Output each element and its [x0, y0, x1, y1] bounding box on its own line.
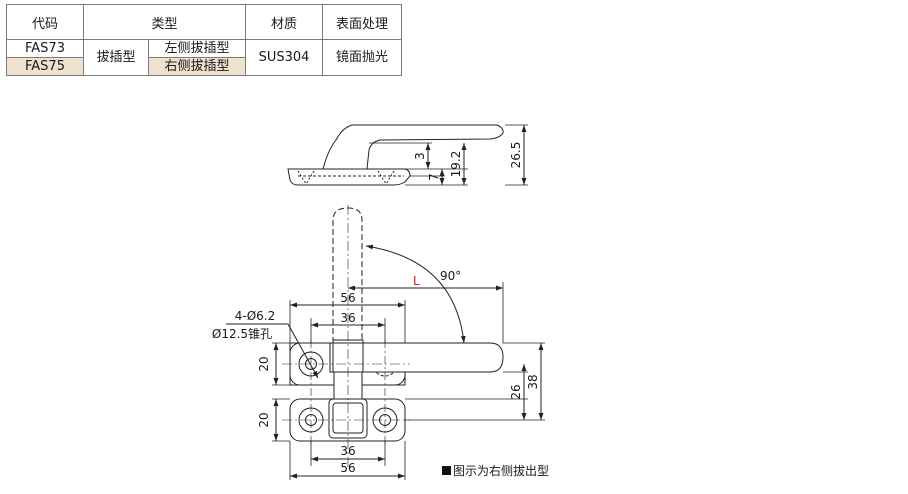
dim-19-2: 19.2 [449, 151, 463, 178]
side-handle [322, 124, 504, 170]
angle-label: 90° [440, 269, 461, 283]
row-code: FAS73 [6, 39, 84, 58]
hole-spec-count: 4-Ø6.2 [235, 309, 276, 323]
table-row: FAS75 右侧拔插型 [6, 57, 402, 76]
rotation-arc [365, 244, 466, 344]
side-view [287, 124, 528, 186]
hole-spec-countersink: Ø12.5锥孔 [212, 327, 272, 341]
header-code: 代码 [6, 4, 84, 40]
dim-38: 38 [526, 374, 540, 389]
type-group-cell: 拔插型 [83, 39, 149, 76]
side-base [287, 168, 411, 186]
dim-7: 7 [427, 173, 441, 181]
caption-square-bullet [442, 466, 451, 475]
dim-top-56: 56 [340, 291, 355, 305]
drawing-caption: 图示为右侧拔出型 [442, 462, 549, 479]
dim-top-36: 36 [340, 311, 355, 325]
dim-3: 3 [413, 152, 427, 160]
header-surface: 表面处理 [322, 4, 402, 40]
dim-lower-20: 20 [257, 412, 271, 427]
table-row: FAS73 拔插型 左侧拔插型 SUS304 镜面抛光 [6, 39, 402, 76]
caption-text: 图示为右侧拔出型 [453, 464, 550, 478]
dim-26: 26 [509, 384, 523, 399]
dim-26-5: 26.5 [509, 142, 523, 169]
material-cell: SUS304 [245, 39, 323, 76]
top-view [226, 205, 545, 480]
length-label: L [413, 274, 420, 288]
dim-bottom-36: 36 [340, 444, 355, 458]
row-subtype: 右侧拔插型 [148, 57, 246, 76]
spec-table-header-row: 代码 类型 材质 表面处理 [6, 4, 402, 40]
spec-table: 代码 类型 材质 表面处理 FAS73 拔插型 左侧拔插型 SUS304 镜面抛… [6, 4, 402, 76]
handle-horizontal [329, 342, 504, 373]
dim-bottom-56: 56 [340, 461, 355, 475]
row-code: FAS75 [6, 57, 84, 76]
surface-cell: 镜面抛光 [322, 39, 402, 76]
dim-upper-20: 20 [257, 356, 271, 371]
